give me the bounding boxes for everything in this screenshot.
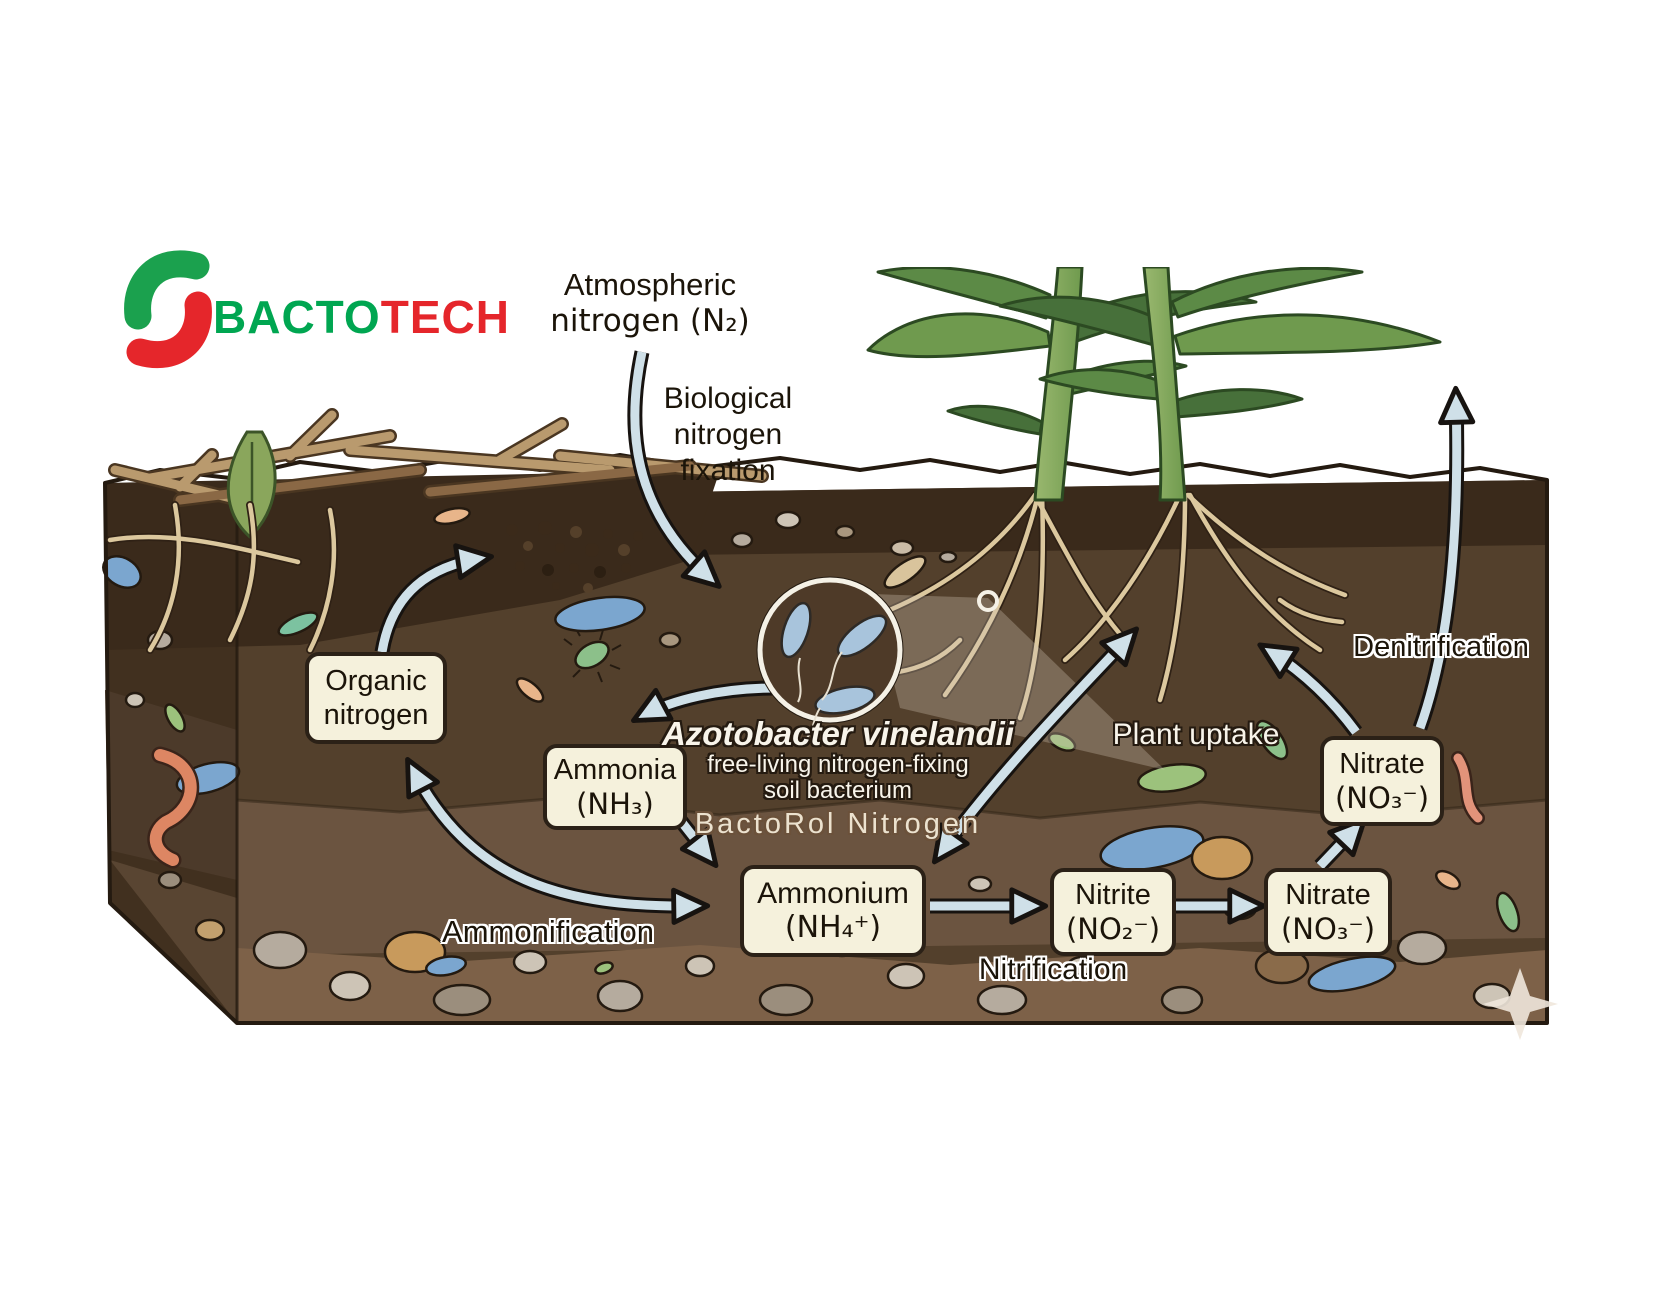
plant-uptake-label: Plant uptake (1112, 718, 1280, 751)
detritus-pile (506, 521, 643, 593)
organism-caption: Azotobacter vinelandii free-living nitro… (648, 716, 1028, 841)
node-ammonia: Ammonia (NH₃) (543, 744, 687, 830)
biological-fixation-label: Biological nitrogen fixation (628, 381, 828, 489)
ammonium-line1: Ammonium (757, 877, 909, 910)
nitrate-deep-formula: (NO₃⁻) (1334, 781, 1430, 815)
node-ammonium: Ammonium (NH₄⁺) (740, 865, 926, 957)
bactotech-logo-icon (124, 250, 212, 369)
organic-line2: nitrogen (323, 699, 429, 731)
nitrite-formula: (NO₂⁻) (1065, 912, 1161, 946)
sparkle-icon (1483, 968, 1558, 1040)
logo-text-red: TECH (380, 291, 510, 343)
nitrate-soil-line1: Nitrate (1285, 879, 1371, 911)
azotobacter-magnifier (756, 576, 904, 741)
atmospheric-nitrogen-line1: Atmospheric (563, 267, 737, 302)
nitrate-deep-line1: Nitrate (1339, 748, 1425, 780)
denitrification-label: Denitrification (1353, 631, 1529, 663)
atmospheric-nitrogen-label: Atmospheric nitrogen (N₂) (545, 266, 755, 340)
ammonification-label: Ammonification (442, 914, 654, 949)
node-nitrate-soil: Nitrate (NO₃⁻) (1264, 868, 1392, 956)
organism-name: Azotobacter vinelandii (661, 715, 1015, 752)
fixation-line3: fixation (680, 454, 776, 487)
logo-text-green: BACTO (213, 291, 381, 343)
ammonia-line1: Ammonia (553, 754, 677, 786)
plant-right (998, 267, 1442, 502)
sample-point-circle (977, 590, 999, 612)
node-nitrate-deep: Nitrate (NO₃⁻) (1320, 736, 1444, 826)
surface-litter (108, 408, 769, 512)
organism-desc-line1: free-living nitrogen-fixing (707, 751, 969, 778)
fixation-line2: nitrogen (673, 418, 783, 451)
nitrification-label: Nitrification (978, 953, 1128, 986)
ammonia-formula: (NH₃) (576, 787, 654, 821)
node-organic-nitrogen: Organic nitrogen (305, 652, 447, 744)
atmospheric-nitrogen-line2: nitrogen (N₂) (550, 303, 750, 339)
ammonium-formula: (NH₄⁺) (784, 910, 882, 945)
bactotech-logo-text: BACTOTECH (213, 290, 510, 344)
organism-watermark: BactoRol Nitrogen (694, 808, 982, 840)
node-nitrite: Nitrite (NO₂⁻) (1050, 868, 1176, 956)
nitrite-line1: Nitrite (1075, 879, 1151, 911)
nitrate-soil-formula: (NO₃⁻) (1280, 912, 1376, 946)
fixation-line1: Biological (663, 382, 793, 415)
organic-line1: Organic (325, 665, 427, 697)
cycle-arrows (374, 350, 1476, 925)
organism-desc-line2: soil bacterium (763, 777, 913, 804)
soil-texture (102, 506, 1521, 1017)
